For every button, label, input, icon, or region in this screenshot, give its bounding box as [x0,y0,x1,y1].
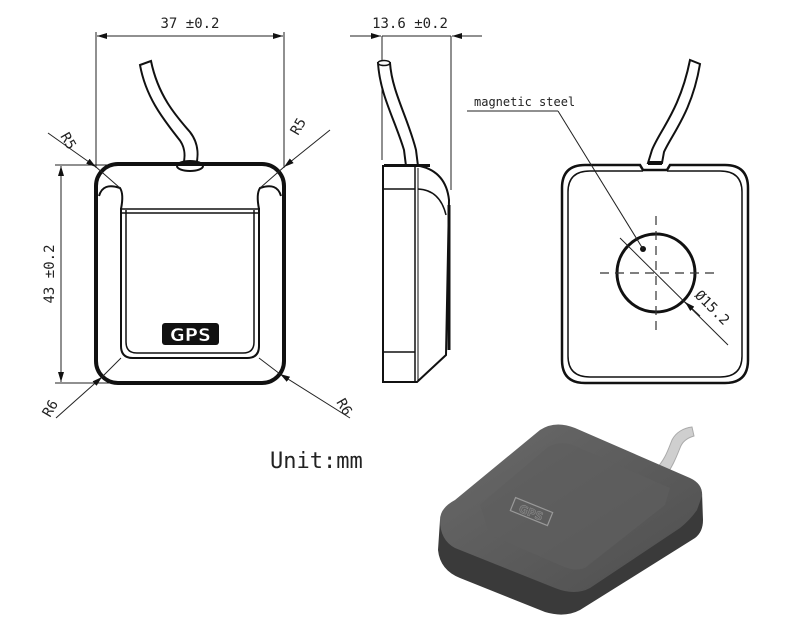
radius-bottom-right: R6 [333,396,355,419]
thickness-dim-label: 13.6 ±0.2 [372,16,448,32]
cable [138,59,199,167]
gps-logo: GPS [162,323,219,346]
radius-top-left: R5 [57,130,79,153]
height-dimension: 43 ±0.2 [42,164,110,384]
product-render: GPS [438,424,703,615]
front-view: 37 ±0.2 43 ±0.2 GPS R5 [40,16,355,420]
bottom-view: magnetic steel Ø15.2 [467,58,750,385]
radius-callouts: R5 R5 R6 R6 [40,115,355,420]
thickness-dimension: 13.6 ±0.2 [350,16,482,190]
width-dim-label: 37 ±0.2 [160,16,219,32]
front-outer-body [94,162,286,385]
height-dim-label: 43 ±0.2 [42,244,58,303]
diameter-dim-label: Ø15.2 [691,288,732,329]
svg-text:GPS: GPS [170,325,211,346]
radius-bottom-left: R6 [40,397,62,420]
unit-label: Unit:mm [270,449,363,474]
magnetic-steel-callout: magnetic steel [474,95,575,109]
side-view: 13.6 ±0.2 [350,16,482,383]
radius-top-right: R5 [288,115,310,138]
width-dimension: 37 ±0.2 [95,16,285,168]
